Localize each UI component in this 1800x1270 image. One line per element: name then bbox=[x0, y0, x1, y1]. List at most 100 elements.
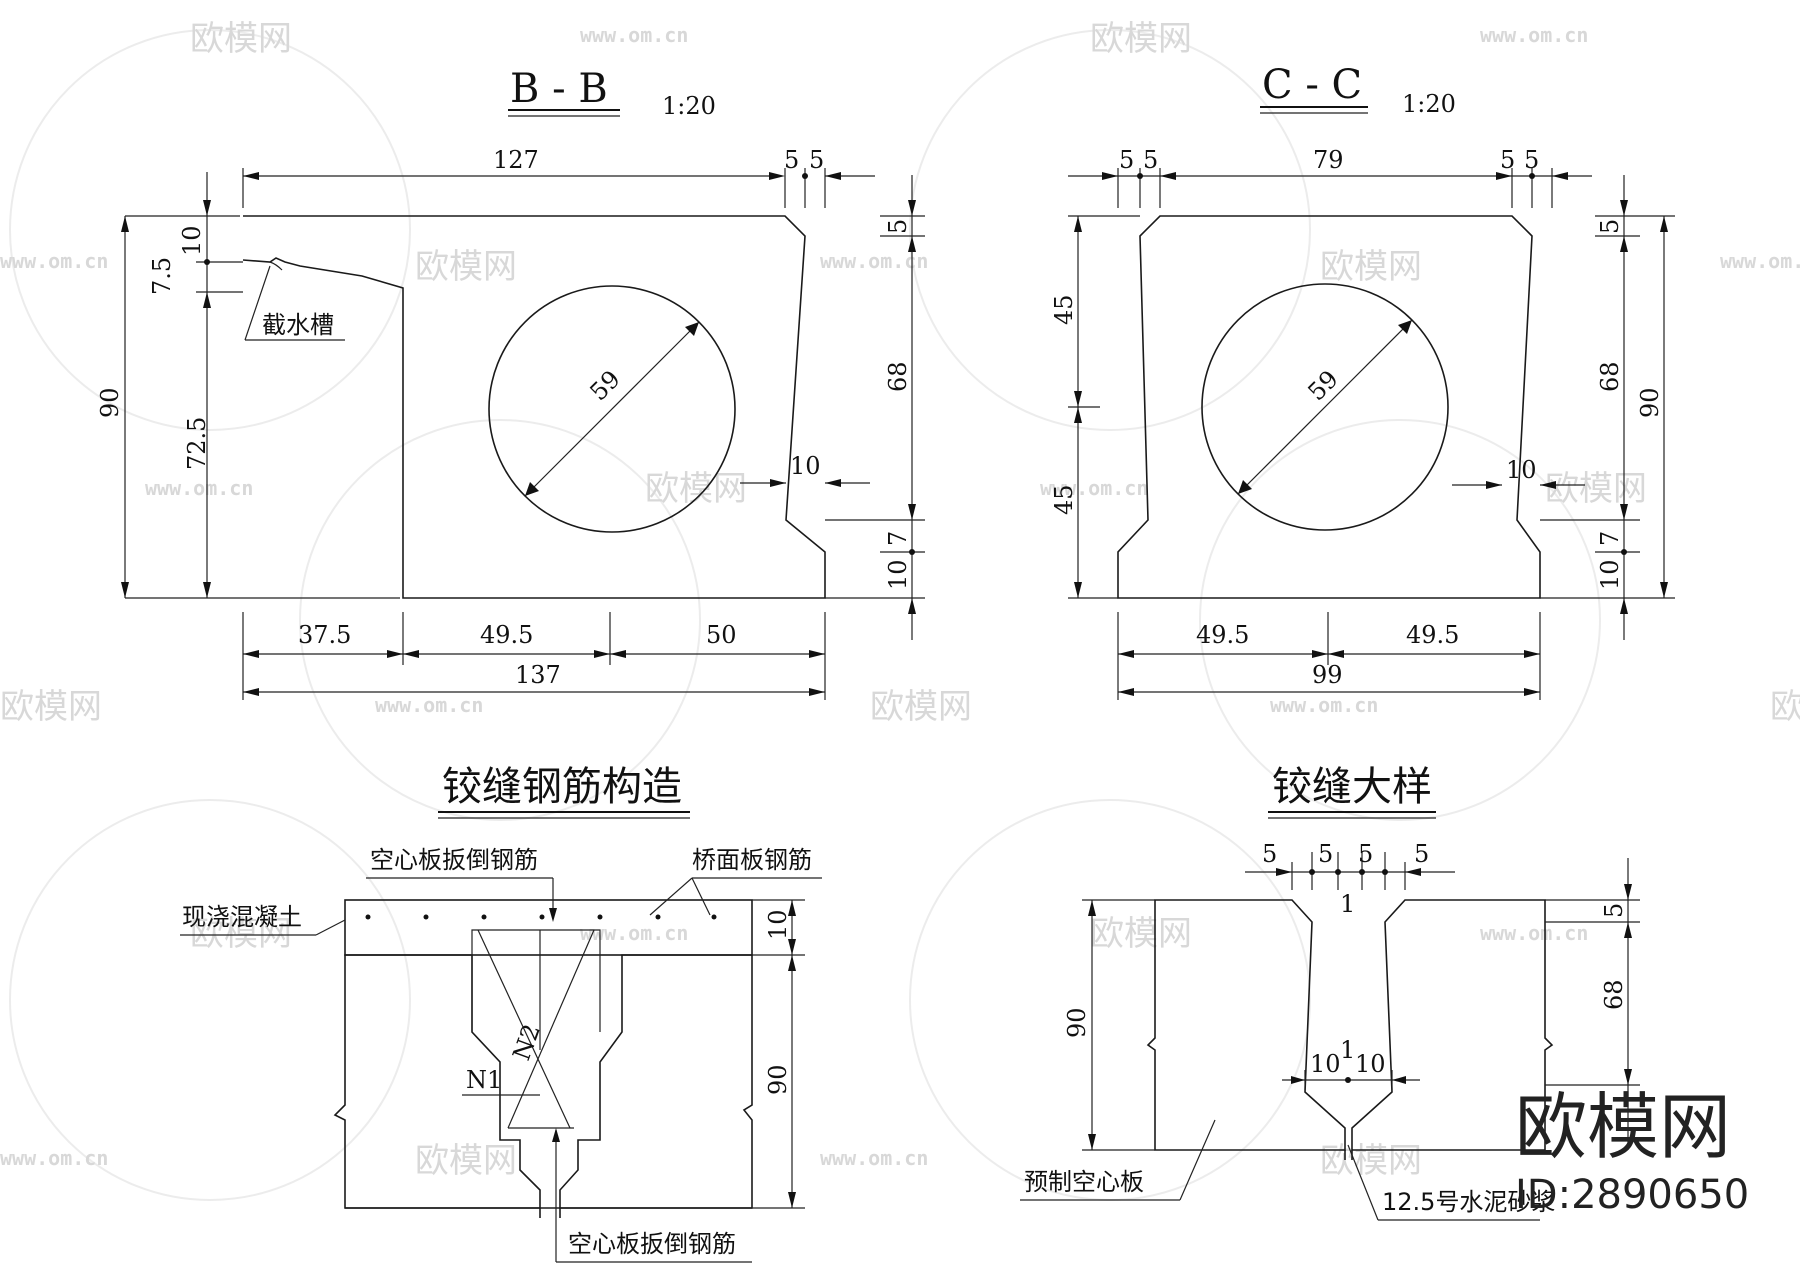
section-rebar: 铰缝钢筋构造 空心板扳倒钢筋 桥面板钢筋 现浇混凝土 bbox=[180, 764, 822, 1263]
detail-mid-10b: 10 bbox=[1355, 1050, 1386, 1078]
section-detail-title: 铰缝大样 bbox=[1272, 764, 1432, 810]
watermark-url: www.om.cn bbox=[0, 1146, 108, 1170]
section-bb-outline bbox=[242, 215, 826, 599]
section-cc-bot-49-5-r: 49.5 bbox=[1406, 621, 1459, 649]
section-bb-title: B - B bbox=[510, 66, 608, 112]
watermark-url: www.om.cn bbox=[1040, 476, 1148, 500]
detail-mid-10a: 10 bbox=[1310, 1050, 1341, 1078]
watermark-url: www.om.cn bbox=[820, 1146, 928, 1170]
watermark-url: www.om.cn bbox=[0, 249, 108, 273]
section-cc-right-5: 5 bbox=[1596, 219, 1624, 234]
section-bb-top-right-a: 5 bbox=[784, 146, 799, 174]
brand-stamp: 欧模网 ID:2890650 bbox=[1515, 1085, 1749, 1218]
watermark-brand: 欧模网 bbox=[190, 914, 292, 954]
watermark-url: www.om.cn bbox=[580, 921, 688, 945]
detail-slab-label: 预制空心板 bbox=[1024, 1168, 1144, 1196]
section-bb-left-7-5: 7.5 bbox=[148, 257, 176, 295]
section-cc-left-45-bot: 45 bbox=[1050, 484, 1078, 515]
section-bb-right-68: 68 bbox=[884, 361, 912, 392]
rebar-deck-label: 桥面板钢筋 bbox=[692, 846, 812, 874]
detail-slope-1-top: 1 bbox=[1340, 890, 1355, 918]
rebar-left-slab bbox=[333, 954, 541, 1209]
rebar-dim-10: 10 bbox=[764, 909, 792, 940]
rebar-dim-90: 90 bbox=[764, 1064, 792, 1095]
section-cc-right-7: 7 bbox=[1596, 531, 1624, 546]
section-rebar-title: 铰缝钢筋构造 bbox=[442, 764, 682, 810]
detail-top-5c: 5 bbox=[1358, 840, 1373, 868]
section-cc-right-90: 90 bbox=[1636, 387, 1664, 418]
detail-right-68: 68 bbox=[1600, 979, 1628, 1010]
section-bb: B - B 1:20 59 127 5 5 90 bbox=[96, 66, 925, 700]
section-bb-scale: 1:20 bbox=[662, 92, 716, 120]
section-cc-circle-dia: 59 bbox=[1302, 365, 1343, 406]
watermark-url: www.om.cn bbox=[1720, 249, 1800, 273]
section-bb-top-right-b: 5 bbox=[809, 146, 824, 174]
detail-right-5: 5 bbox=[1600, 903, 1628, 918]
watermark-layer: 欧模网 www.om.cn 欧模网 www.om.cn www.om.cn 欧模… bbox=[0, 19, 1800, 1201]
watermark-brand: 欧模网 bbox=[1320, 247, 1422, 287]
watermark-url: www.om.cn bbox=[580, 23, 688, 47]
watermark-brand: 欧模网 bbox=[1090, 914, 1192, 954]
detail-top-5d: 5 bbox=[1414, 840, 1429, 868]
section-bb-bot-137: 137 bbox=[515, 661, 561, 689]
section-cc-right-key-10: 10 bbox=[1506, 456, 1537, 484]
watermark-url: www.om.cn bbox=[1480, 921, 1588, 945]
section-bb-bot-50: 50 bbox=[706, 621, 737, 649]
rebar-cast-layer bbox=[344, 899, 753, 956]
section-cc-title: C - C bbox=[1262, 62, 1362, 108]
section-bb-right-key-10: 10 bbox=[790, 452, 821, 480]
section-bb-right-7: 7 bbox=[884, 531, 912, 546]
detail-left-90: 90 bbox=[1063, 1007, 1091, 1038]
detail-mortar-label: 12.5号水泥砂浆 bbox=[1382, 1188, 1555, 1216]
rebar-flip-top-label: 空心板扳倒钢筋 bbox=[370, 846, 538, 874]
section-bb-bot-49-5: 49.5 bbox=[480, 621, 533, 649]
section-cc-right-10: 10 bbox=[1596, 559, 1624, 590]
section-detail: 铰缝大样 5 5 5 5 1 1 10 10 bbox=[1020, 764, 1640, 1221]
section-cc-scale: 1:20 bbox=[1402, 90, 1456, 118]
watermark-brand: 欧模网 bbox=[1770, 687, 1800, 727]
rebar-concrete-label: 现浇混凝土 bbox=[182, 903, 302, 931]
section-bb-left-72-5: 72.5 bbox=[183, 417, 211, 470]
watermark-url: www.om.cn bbox=[145, 476, 253, 500]
section-bb-right-5: 5 bbox=[884, 219, 912, 234]
section-cc-top-left-a: 5 bbox=[1119, 146, 1134, 174]
detail-slope-1-mid: 1 bbox=[1340, 1036, 1355, 1064]
watermark-url: www.om.cn bbox=[375, 693, 483, 717]
rebar-n1-label: N1 bbox=[466, 1066, 502, 1094]
watermark-brand: 欧模网 bbox=[1320, 1141, 1422, 1181]
section-bb-left-10: 10 bbox=[178, 225, 206, 256]
section-cc: C - C 1:20 59 5 5 79 5 5 bbox=[1050, 62, 1675, 700]
watermark-brand: 欧模网 bbox=[415, 1141, 517, 1181]
rebar-right-slab bbox=[559, 954, 753, 1209]
detail-top-5b: 5 bbox=[1318, 840, 1333, 868]
section-cc-void bbox=[1201, 283, 1449, 531]
section-bb-top-width: 127 bbox=[493, 146, 539, 174]
section-bb-left-90: 90 bbox=[96, 387, 124, 418]
detail-top-5a: 5 bbox=[1262, 840, 1277, 868]
watermark-brand: 欧模网 bbox=[870, 687, 972, 727]
section-bb-bot-37-5: 37.5 bbox=[298, 621, 351, 649]
watermark-url: www.om.cn bbox=[1270, 693, 1378, 717]
section-cc-top-left-b: 5 bbox=[1143, 146, 1158, 174]
section-cc-bot-99: 99 bbox=[1312, 661, 1343, 689]
brand-stamp-name: 欧模网 bbox=[1515, 1085, 1731, 1169]
section-cc-left-45-top: 45 bbox=[1050, 294, 1078, 325]
section-bb-void bbox=[488, 285, 736, 533]
brand-stamp-id: ID:2890650 bbox=[1515, 1172, 1749, 1218]
watermark-brand: 欧模网 bbox=[1545, 469, 1647, 509]
rebar-flip-bottom-label: 空心板扳倒钢筋 bbox=[568, 1230, 736, 1258]
section-cc-bot-49-5-l: 49.5 bbox=[1196, 621, 1249, 649]
watermark-brand: 欧模网 bbox=[645, 469, 747, 509]
section-cc-top-right-a: 5 bbox=[1500, 146, 1515, 174]
section-bb-drip-label: 截水槽 bbox=[262, 311, 334, 339]
watermark-url: www.om.cn bbox=[1480, 23, 1588, 47]
watermark-brand: 欧模网 bbox=[415, 247, 517, 287]
section-cc-top-width: 79 bbox=[1313, 146, 1344, 174]
watermark-brand: 欧模网 bbox=[0, 687, 102, 727]
watermark-url: www.om.cn bbox=[820, 249, 928, 273]
watermark-brand: 欧模网 bbox=[190, 19, 292, 59]
watermark-brand: 欧模网 bbox=[1090, 19, 1192, 59]
section-cc-top-right-b: 5 bbox=[1524, 146, 1539, 174]
section-cc-right-68: 68 bbox=[1596, 361, 1624, 392]
